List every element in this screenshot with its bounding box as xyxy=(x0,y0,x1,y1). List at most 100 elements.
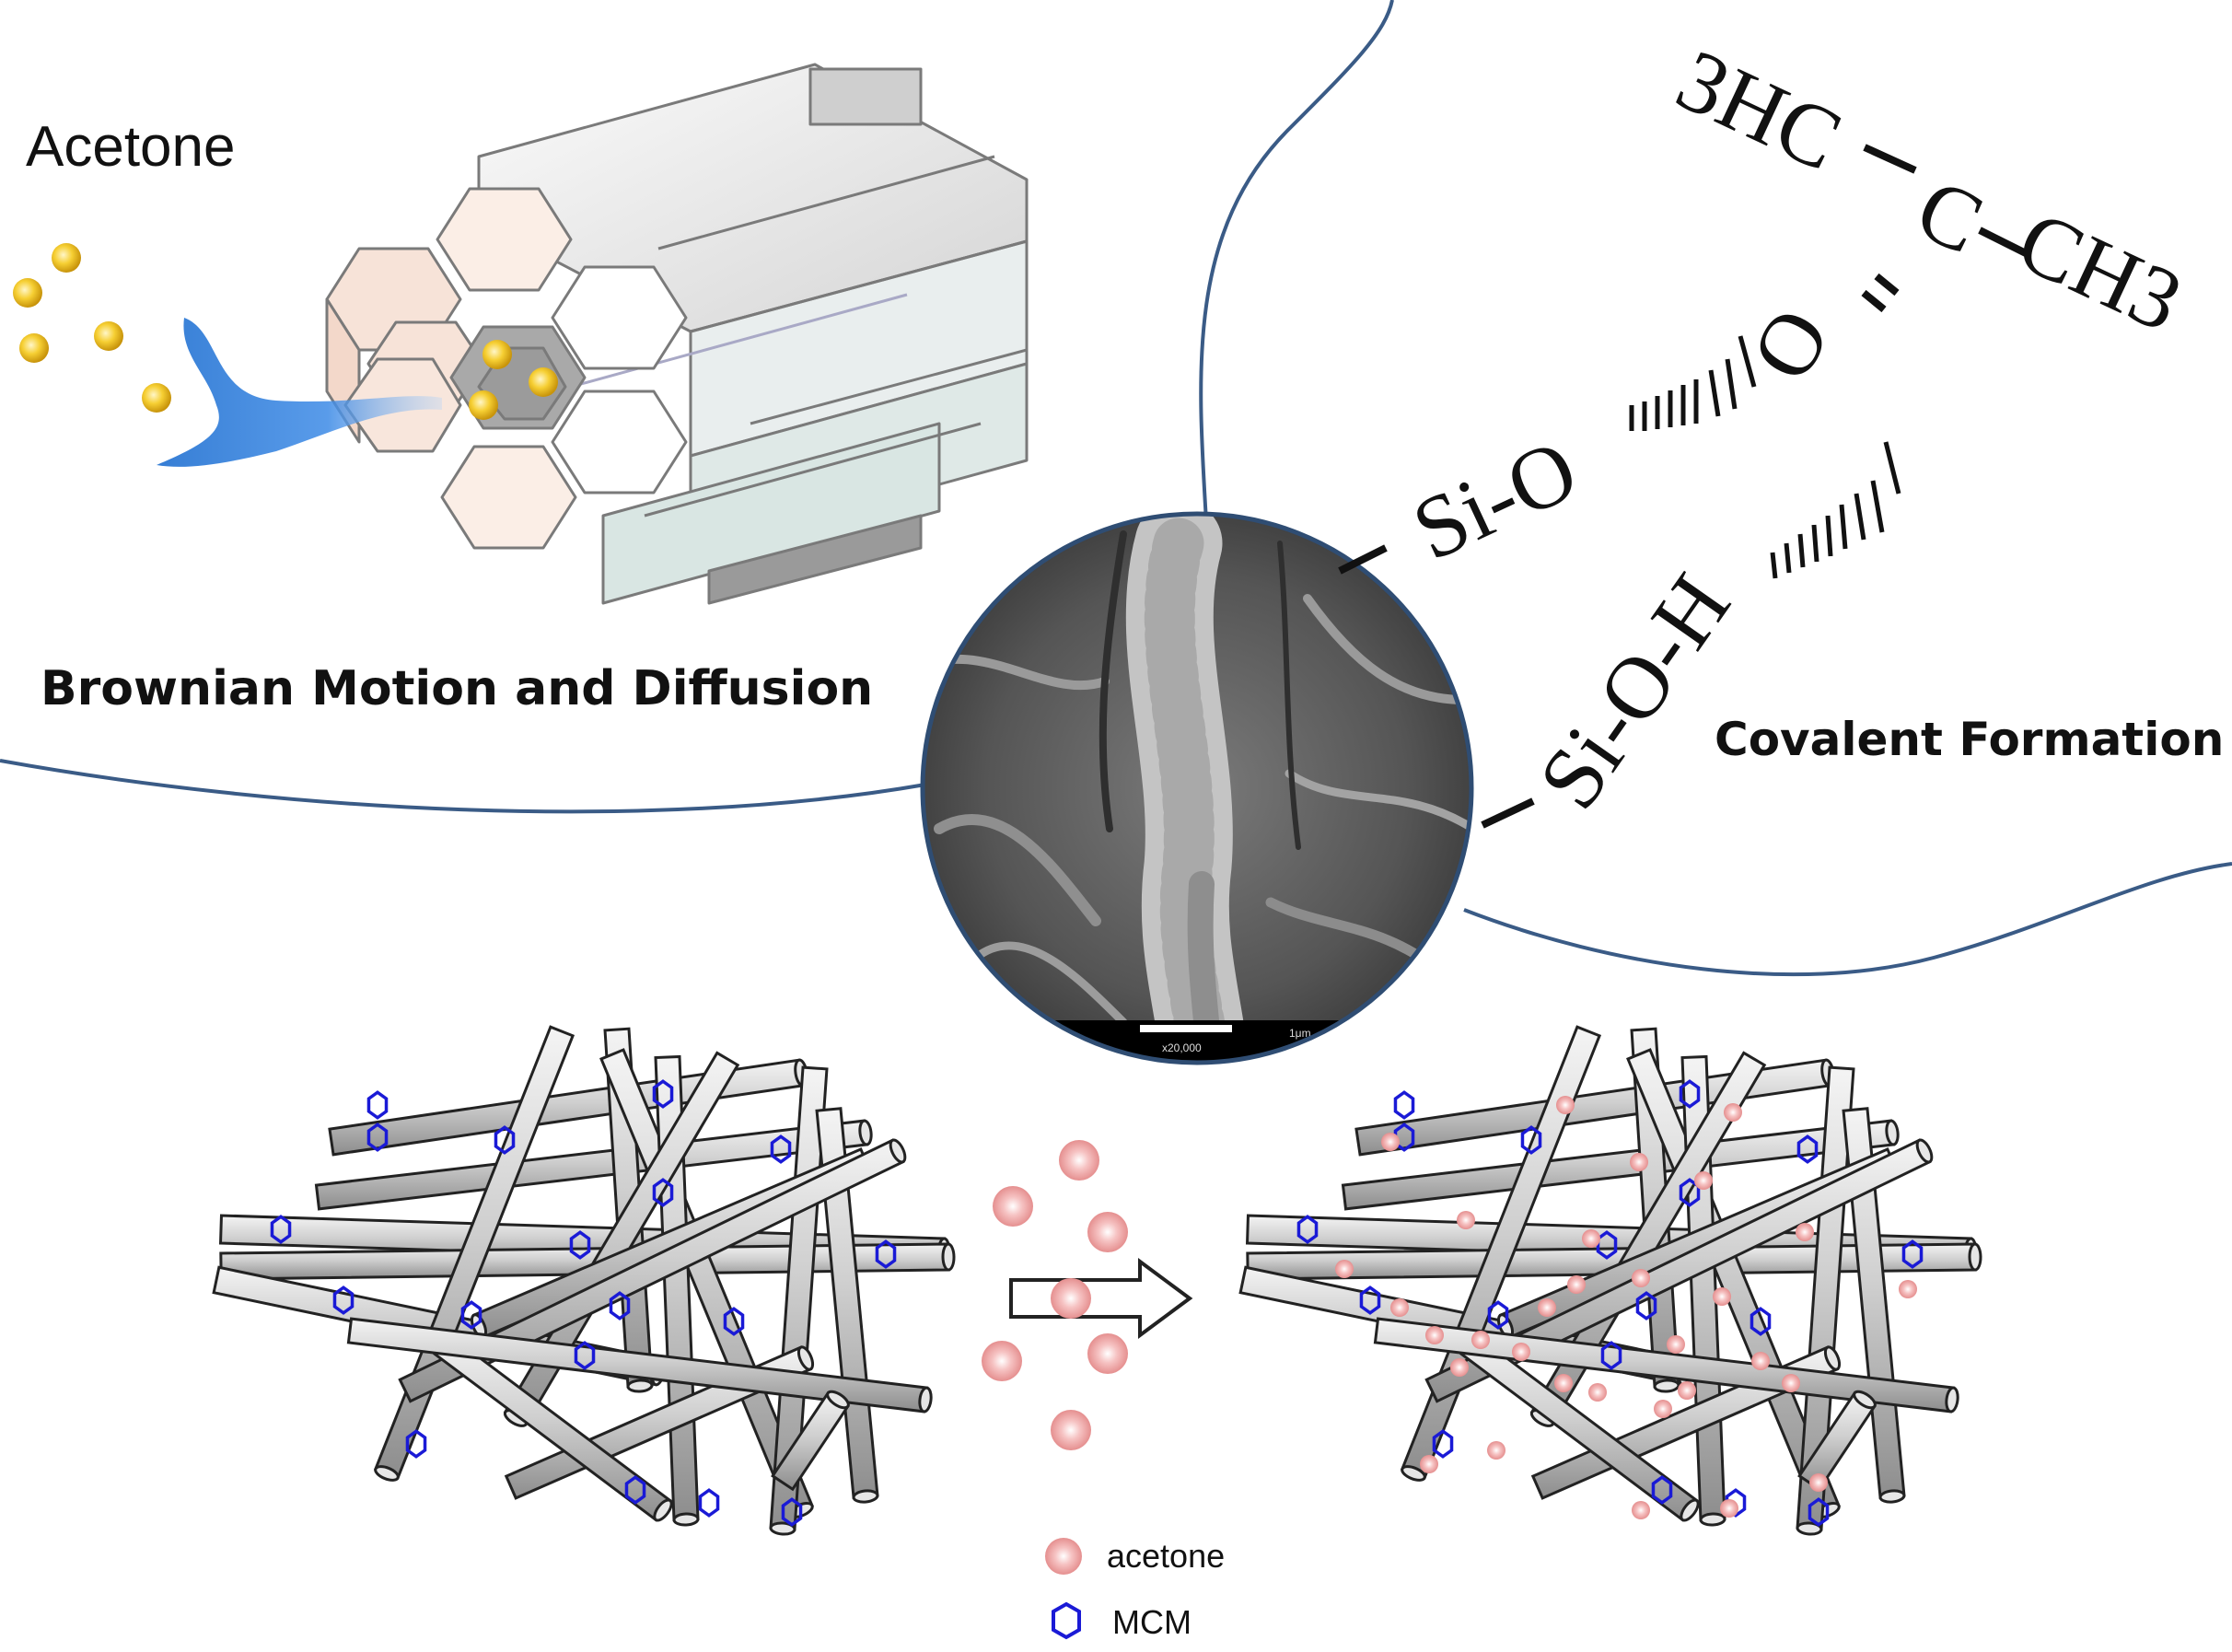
fiber-end xyxy=(826,1390,850,1410)
fiber-end xyxy=(1653,1379,1680,1393)
chem-c: C xyxy=(1902,158,1997,273)
fiber-end xyxy=(653,1498,673,1522)
fiber-end xyxy=(1853,1390,1877,1410)
mcm-marker-icon xyxy=(770,1134,792,1164)
chem-si-o: Si-O xyxy=(1399,419,1592,579)
fiber-end xyxy=(1915,1138,1934,1164)
hex-face-bottom xyxy=(440,445,577,550)
mcm-marker-icon xyxy=(652,1079,674,1109)
mcm-marker-icon xyxy=(366,1090,389,1120)
mcm-marker-icon xyxy=(1393,1123,1415,1152)
fiber-end xyxy=(626,1379,654,1393)
chem-si-o-h: Si-O-H xyxy=(1519,556,1750,826)
mcm-marker-icon xyxy=(1901,1239,1924,1269)
chem-3hc: 3HC xyxy=(1663,29,1856,190)
acetone-particle-icon xyxy=(1381,1133,1400,1151)
mcm-marker-icon xyxy=(1393,1090,1415,1120)
fiber-end xyxy=(889,1138,907,1164)
acetone-particle-icon xyxy=(1588,1383,1607,1402)
mcm-marker-icon xyxy=(366,1123,389,1152)
fiber-end xyxy=(1823,1345,1842,1371)
fiber-end xyxy=(672,1512,700,1527)
acetone-particle-icon xyxy=(1390,1298,1409,1317)
acetone-particle-icon xyxy=(1751,1352,1770,1370)
mcm-marker-icon xyxy=(1808,1497,1830,1527)
fiber-mesh-before xyxy=(212,1025,956,1536)
fiber-end xyxy=(1945,1386,1959,1414)
acetone-particle-icon xyxy=(1457,1211,1475,1229)
mcm-marker-icon xyxy=(569,1230,591,1260)
mcm-marker-icon xyxy=(1679,1079,1701,1109)
hex-face-top-center xyxy=(436,187,573,292)
acetone-structure: 3HC C CH3 O Si-O xyxy=(1338,29,2197,829)
mcm-marker-icon xyxy=(1359,1286,1381,1315)
acetone-particle-icon xyxy=(1512,1343,1530,1361)
mcm-marker-icon xyxy=(1487,1300,1509,1330)
fiber-end xyxy=(1885,1119,1900,1146)
chem-ch3: CH3 xyxy=(2004,191,2197,351)
acetone-particle-icon xyxy=(1556,1096,1575,1114)
fiber-end xyxy=(858,1119,873,1146)
hex-face-right xyxy=(551,265,688,370)
mcm-marker-icon xyxy=(494,1125,516,1155)
mcm-marker-icon xyxy=(1796,1134,1819,1164)
mcm-marker-icon xyxy=(723,1307,745,1336)
mcm-marker-icon xyxy=(781,1497,803,1527)
mcm-marker-icon xyxy=(875,1239,897,1269)
acetone-particle-icon xyxy=(1450,1358,1469,1377)
mcm-honeycomb-illustration xyxy=(325,63,1029,605)
acetone-particle-icon xyxy=(1420,1455,1438,1473)
mcm-marker-icon xyxy=(652,1178,674,1207)
mcm-marker-icon xyxy=(609,1291,631,1320)
fiber-end xyxy=(918,1386,933,1414)
legend: acetone MCM xyxy=(1045,1537,1225,1641)
curve-left xyxy=(0,759,926,814)
transition-arrow-icon xyxy=(1009,1258,1193,1339)
acetone-particle-icon xyxy=(1582,1229,1600,1248)
acetone-cloud xyxy=(982,1140,1128,1450)
mcm-marker-icon xyxy=(1600,1341,1622,1370)
mcm-marker-icon xyxy=(270,1215,292,1244)
acetone-particle-icon xyxy=(1654,1400,1672,1418)
acetone-particle-icon xyxy=(1694,1171,1713,1190)
acetone-particle-icon xyxy=(1471,1331,1490,1349)
legend-acetone-icon xyxy=(1045,1538,1082,1575)
legend-mcm-label: MCM xyxy=(1112,1603,1192,1641)
sem-magnification: x20,000 xyxy=(1162,1041,1202,1054)
acetone-particle-icon xyxy=(1667,1335,1685,1354)
acetone-particle-icon xyxy=(1796,1223,1814,1241)
fiber-end xyxy=(1699,1512,1726,1527)
fiber-end xyxy=(1680,1498,1700,1522)
acetone-particle-icon xyxy=(1782,1374,1800,1392)
legend-acetone-label: acetone xyxy=(1107,1537,1225,1575)
curve-right xyxy=(1463,862,2232,977)
acetone-particle-icon xyxy=(1487,1441,1505,1460)
mcm-marker-icon xyxy=(574,1341,596,1370)
mcm-marker-icon xyxy=(1750,1307,1772,1336)
acetone-particle-icon xyxy=(1899,1280,1917,1298)
acetone-particle-icon xyxy=(1713,1287,1731,1306)
mcm-marker-icon xyxy=(1432,1429,1454,1459)
fiber-end xyxy=(796,1345,815,1371)
acetone-particle-icon xyxy=(1425,1326,1444,1344)
fiber-end xyxy=(374,1465,400,1482)
fiber-end xyxy=(1878,1489,1906,1504)
fiber-mesh-after xyxy=(1238,1025,1982,1536)
fiber-end xyxy=(852,1489,879,1504)
acetone-particle-icon xyxy=(1724,1103,1742,1122)
acetone-particle-icon xyxy=(1809,1473,1828,1492)
mcm-marker-icon xyxy=(332,1286,355,1315)
acetone-particle-icon xyxy=(1678,1381,1696,1400)
curve-top xyxy=(1199,0,1394,522)
mcm-marker-icon xyxy=(698,1488,720,1518)
fiber-end xyxy=(1796,1521,1823,1536)
acetone-particle-icon xyxy=(1632,1269,1650,1287)
sem-micrograph: x20,000 1μm xyxy=(920,511,1474,1065)
acetone-particle-icon xyxy=(1554,1374,1573,1392)
acetone-particle-icon xyxy=(1720,1499,1738,1518)
mcm-marker-icon xyxy=(1520,1125,1542,1155)
acetone-gold-particles xyxy=(13,243,558,420)
dividing-curves xyxy=(0,0,2232,977)
fiber-end xyxy=(941,1242,956,1272)
